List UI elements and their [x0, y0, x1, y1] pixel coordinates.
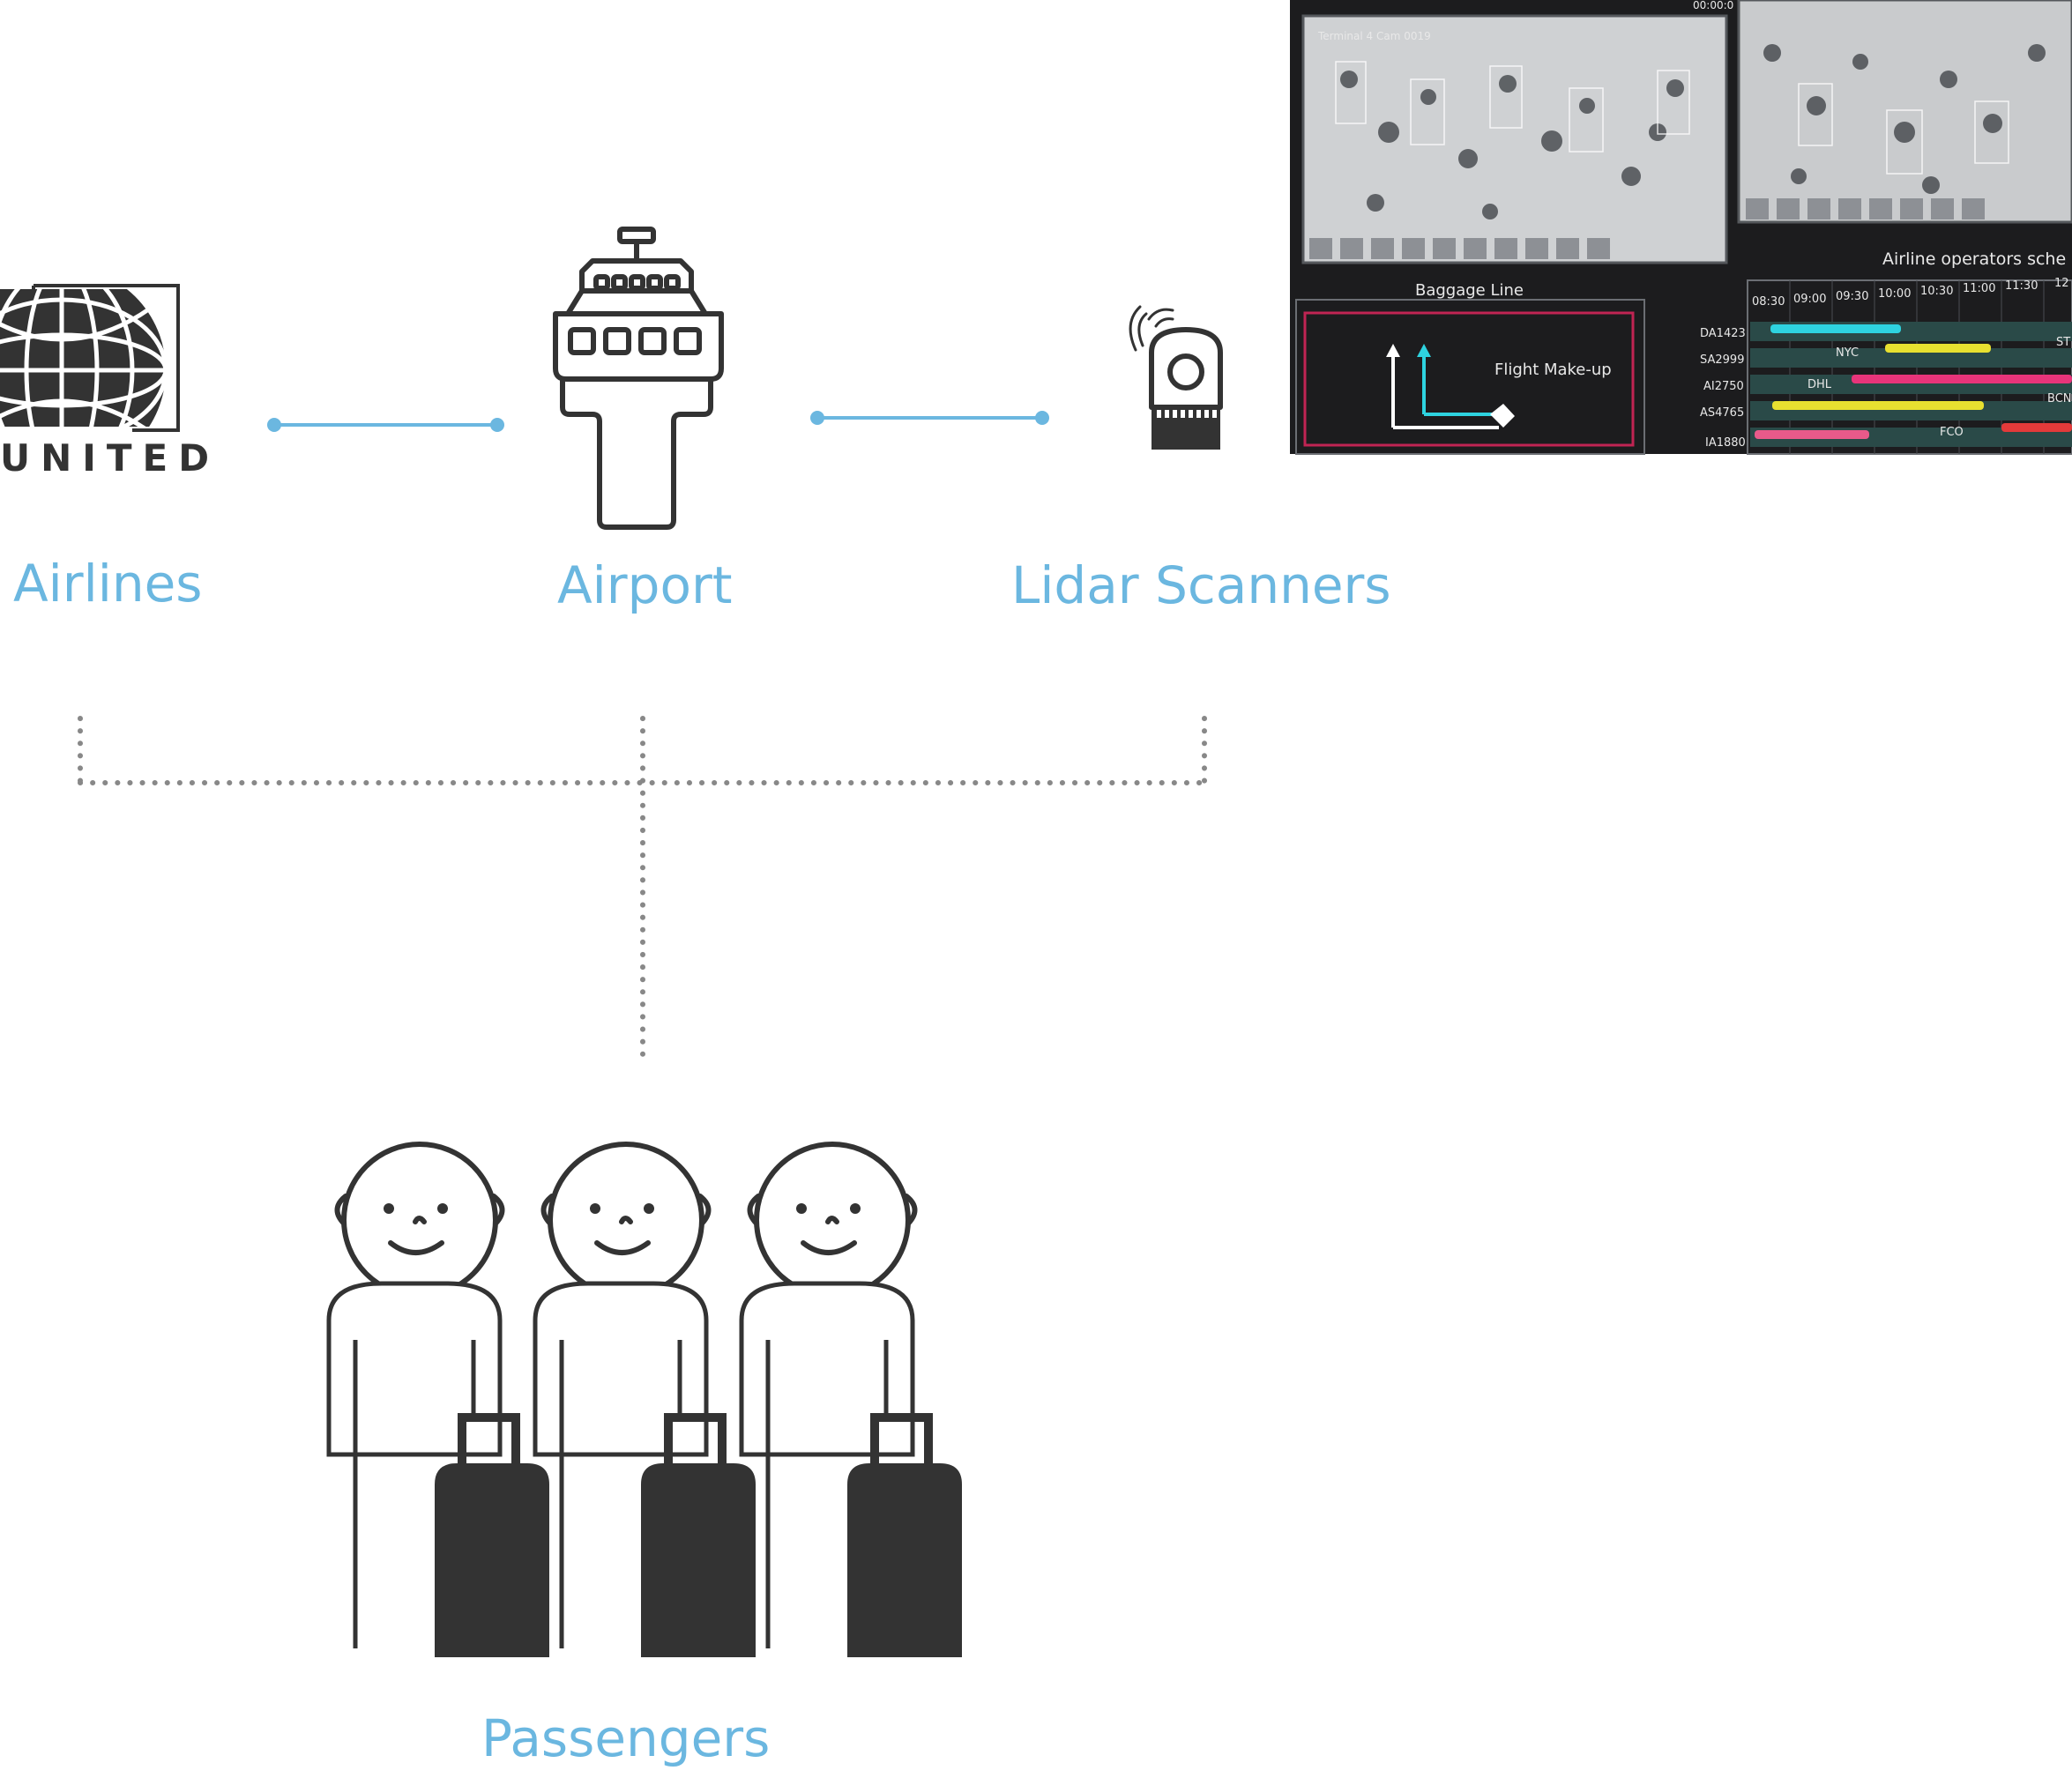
clock-readout: 00:00:0 [1693, 0, 1733, 11]
destination-label: ST [2056, 336, 2070, 349]
time-header: 12 [2054, 277, 2069, 290]
flight-code: AS4765 [1700, 406, 1744, 420]
lidar-scanners-label: Lidar Scanners [1011, 555, 1391, 615]
destination-label: FCO [1940, 426, 1964, 439]
passenger-figure [326, 1142, 549, 1657]
flight-code: DA1423 [1700, 327, 1746, 340]
destination-label: BCN [2047, 392, 2072, 405]
passengers-group-icon [326, 1142, 962, 1657]
passenger-figure [739, 1142, 962, 1657]
flight-code: SA2999 [1700, 353, 1744, 367]
airport-lidar-connector [810, 411, 1049, 425]
airlines-label: Airlines [13, 554, 203, 614]
baggage-line-title: Baggage Line [1415, 281, 1524, 300]
operations-dashboard-image: Terminal 4 Cam 0019 00:00:0 Baggage Line… [1290, 0, 2072, 455]
time-header: 10:00 [1878, 287, 1911, 301]
camera-label: Terminal 4 Cam 0019 [1317, 30, 1431, 42]
united-airlines-logo: UNITED [0, 284, 220, 480]
schedule-title: Airline operators sche [1882, 249, 2066, 269]
flight-code: IA1880 [1705, 436, 1746, 450]
destination-label: DHL [1807, 378, 1832, 391]
time-header: 08:30 [1752, 295, 1785, 309]
flight-code: AI2750 [1703, 380, 1744, 393]
lidar-scanner-icon [1129, 305, 1223, 450]
passengers-label: Passengers [481, 1708, 770, 1768]
flight-makeup-label: Flight Make-up [1494, 361, 1612, 379]
time-header: 09:30 [1836, 290, 1868, 303]
time-header: 11:00 [1963, 282, 1995, 295]
dotted-connector-bracket [78, 716, 1207, 1068]
schedule-time-headers: 08:30 09:00 09:30 10:00 10:30 11:00 11:3… [1752, 277, 2069, 309]
time-header: 09:00 [1793, 293, 1826, 306]
airport-tower-icon [553, 227, 724, 530]
passenger-figure [533, 1142, 756, 1657]
united-wordmark: UNITED [0, 436, 220, 480]
time-header: 11:30 [2005, 279, 2038, 293]
destination-label: NYC [1836, 346, 1859, 360]
time-header: 10:30 [1920, 285, 1953, 298]
flight-codes: DA1423 SA2999 AI2750 AS4765 IA1880 [1700, 327, 1746, 450]
airport-label: Airport [557, 555, 733, 615]
airlines-airport-connector [267, 418, 504, 432]
